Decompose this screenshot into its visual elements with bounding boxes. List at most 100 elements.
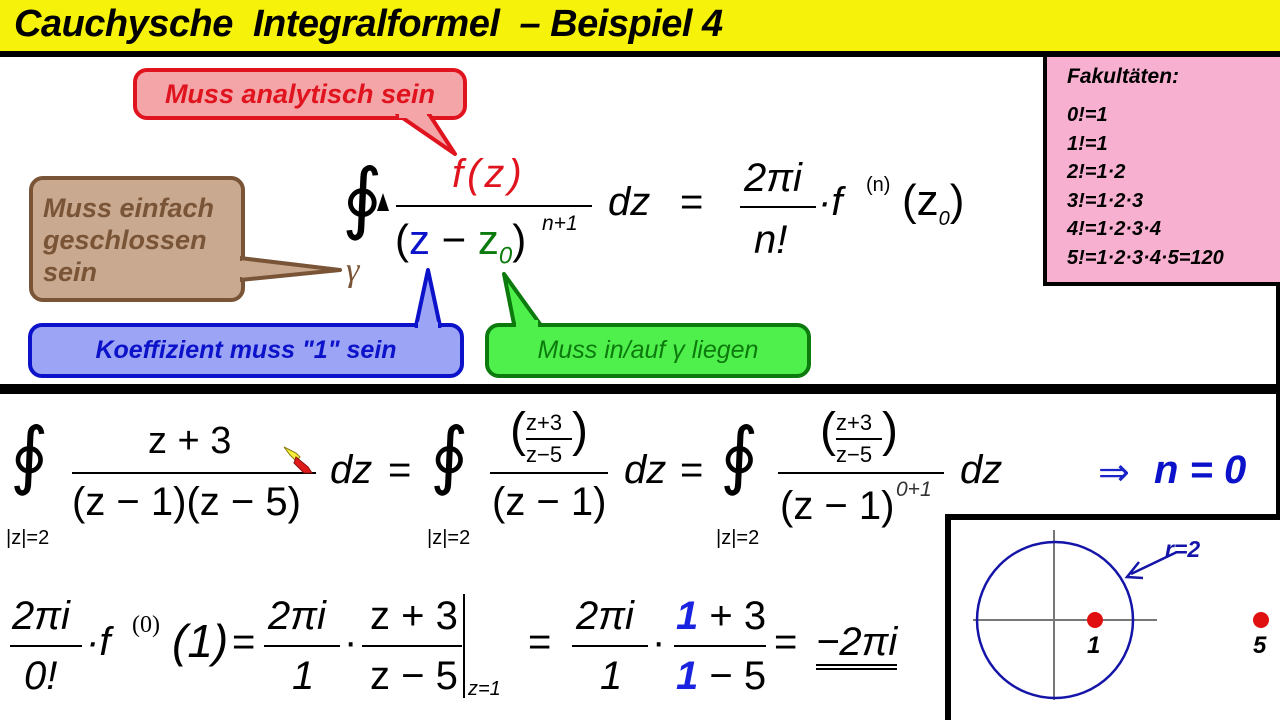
- orientation-arrow-icon: [377, 193, 389, 211]
- eval-at: z=1: [468, 678, 501, 700]
- callout-coefficient-text: Koeffizient muss "1" sein: [95, 336, 397, 364]
- contour-integral-symbol: ∮: [342, 154, 383, 241]
- paren-open: (: [510, 404, 526, 457]
- section-divider: [0, 384, 1280, 394]
- fraction-bar: [490, 472, 608, 474]
- contour-gamma: γ: [346, 252, 360, 289]
- callout-closed: Muss einfach geschlossen sein: [29, 176, 245, 302]
- a-arg: (1): [172, 615, 229, 667]
- formula-rhs-denominator: n!: [754, 218, 788, 262]
- dot: ·: [344, 620, 358, 664]
- b-numerator: 2πi: [268, 594, 326, 638]
- equals-sign: =: [774, 620, 798, 664]
- formula-rhs-arg: (z0): [902, 176, 965, 230]
- formula-equals: =: [680, 180, 704, 224]
- c-numerator: z + 3: [370, 594, 458, 638]
- equals-sign: =: [232, 620, 256, 664]
- factorial-row: 1!=1: [1067, 132, 1108, 155]
- dz-label: dz: [624, 448, 667, 492]
- paren-open: (: [820, 404, 836, 457]
- formula-exponent: n+1: [542, 212, 578, 235]
- paren-close: ): [572, 404, 588, 457]
- callout-inside-text: Muss in/auf γ liegen: [537, 336, 759, 364]
- callout-analytic-text: Muss analytisch sein: [164, 79, 436, 109]
- term3-exponent: 0+1: [896, 478, 932, 501]
- term1-denominator: (z − 1)(z − 5): [72, 480, 301, 524]
- a-denominator: 0!: [24, 654, 58, 698]
- formula-denominator: (z − z0): [395, 216, 527, 270]
- final-result: −2πi: [816, 620, 898, 670]
- formula-numerator: f(z): [452, 152, 526, 196]
- dz-label: dz: [960, 448, 1003, 492]
- contour-integral-symbol: ∮: [10, 415, 49, 497]
- contour-integral-symbol: ∮: [720, 415, 759, 497]
- d-denominator: 1: [600, 654, 623, 698]
- fraction-bar: [778, 472, 944, 474]
- factorial-row: 5!=1·2·3·4·5=120: [1067, 246, 1224, 269]
- fraction-bar: [72, 472, 316, 474]
- fraction-bar: [572, 645, 648, 647]
- e-numerator: 1 + 3: [676, 594, 767, 638]
- inner-denominator: z−5: [526, 442, 563, 467]
- pole-point-1: [1087, 612, 1103, 628]
- equals-sign: =: [528, 620, 552, 664]
- contour-label: |z|=2: [716, 527, 760, 549]
- dz-label: dz: [330, 448, 373, 492]
- equals-sign: =: [388, 448, 412, 492]
- contour-circle: [975, 540, 1135, 700]
- factorial-row: 3!=1·2·3: [1067, 189, 1144, 212]
- callout-inside-pointer: [502, 272, 542, 328]
- formula-dz: dz: [608, 180, 651, 224]
- radius-label: r=2: [1165, 536, 1201, 562]
- factorial-row: 2!=1·2: [1067, 161, 1126, 183]
- contour-diagram: r=2 1 5: [945, 514, 1280, 720]
- callout-closed-line: geschlossen: [43, 225, 207, 255]
- evaluation-bar: [463, 594, 465, 698]
- factorials-title: Fakultäten:: [1067, 65, 1180, 88]
- callout-analytic-pointer: [395, 114, 457, 156]
- paren-close: ): [882, 404, 898, 457]
- contour-label: |z|=2: [6, 527, 50, 549]
- fraction-bar: [264, 645, 340, 647]
- implies-arrow-icon: ⇒: [1098, 452, 1130, 494]
- a-derivative: (0): [132, 612, 160, 638]
- fraction-bar: [396, 205, 592, 207]
- inner-denominator: z−5: [836, 442, 873, 467]
- contour-integral-symbol: ∮: [430, 415, 469, 497]
- fraction-bar: [10, 645, 82, 647]
- dot: ·: [652, 620, 666, 664]
- d-numerator: 2πi: [576, 594, 634, 638]
- page-title: Cauchysche Integralformel – Beispiel 4: [14, 3, 723, 45]
- point-label-1: 1: [1087, 632, 1101, 659]
- callout-closed-line: sein: [43, 257, 98, 287]
- formula-rhs-numerator: 2πi: [744, 156, 802, 200]
- callout-coefficient-pointer: [414, 268, 442, 328]
- term3-denominator: (z − 1): [780, 484, 895, 528]
- pole-point-5: [1253, 612, 1269, 628]
- formula-rhs-f: ·f: [818, 180, 843, 224]
- radius-arrow-icon: [1124, 561, 1144, 580]
- title-bar: Cauchysche Integralformel – Beispiel 4: [0, 0, 1280, 55]
- point-label-5: 5: [1253, 632, 1267, 659]
- e-denominator: 1 − 5: [676, 654, 767, 698]
- term1-numerator: z + 3: [148, 420, 232, 462]
- contour-label: |z|=2: [427, 527, 471, 549]
- term2-denominator: (z − 1): [492, 480, 607, 524]
- complex-plane-diagram: [973, 530, 1269, 700]
- factorial-row: 0!=1: [1067, 104, 1108, 126]
- n-result: n = 0: [1154, 448, 1247, 492]
- inner-numerator: z+3: [836, 410, 873, 435]
- callout-coefficient: Koeffizient muss "1" sein: [28, 323, 464, 378]
- callout-closed-line: Muss einfach: [43, 193, 215, 223]
- b-denominator: 1: [292, 654, 315, 698]
- factorials-box: Fakultäten: 0!=1 1!=1 2!=1·2 3!=1·2·3 4!…: [1043, 57, 1280, 286]
- callout-analytic: Muss analytisch sein: [133, 68, 467, 120]
- fraction-bar: [526, 438, 572, 440]
- factorial-row: 4!=1·2·3·4: [1067, 218, 1161, 240]
- formula-rhs-derivative: (n): [866, 174, 891, 196]
- a-numerator: 2πi: [12, 594, 70, 638]
- callout-inside: Muss in/auf γ liegen: [485, 323, 811, 378]
- inner-numerator: z+3: [526, 410, 563, 435]
- equals-sign: =: [680, 448, 704, 492]
- c-denominator: z − 5: [370, 654, 458, 698]
